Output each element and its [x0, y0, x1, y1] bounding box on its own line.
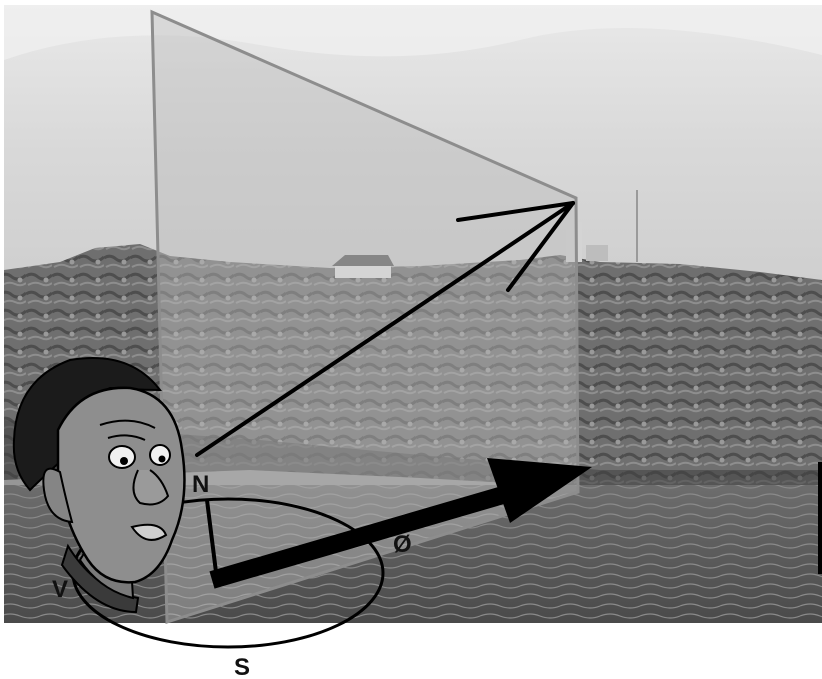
left-eye — [109, 446, 135, 468]
west-label: V — [52, 576, 68, 603]
north-label: N — [192, 471, 209, 498]
right-eye — [150, 445, 170, 465]
edge-mark — [818, 462, 822, 574]
east-label: Ø — [393, 531, 412, 558]
south-label: S — [234, 654, 250, 679]
